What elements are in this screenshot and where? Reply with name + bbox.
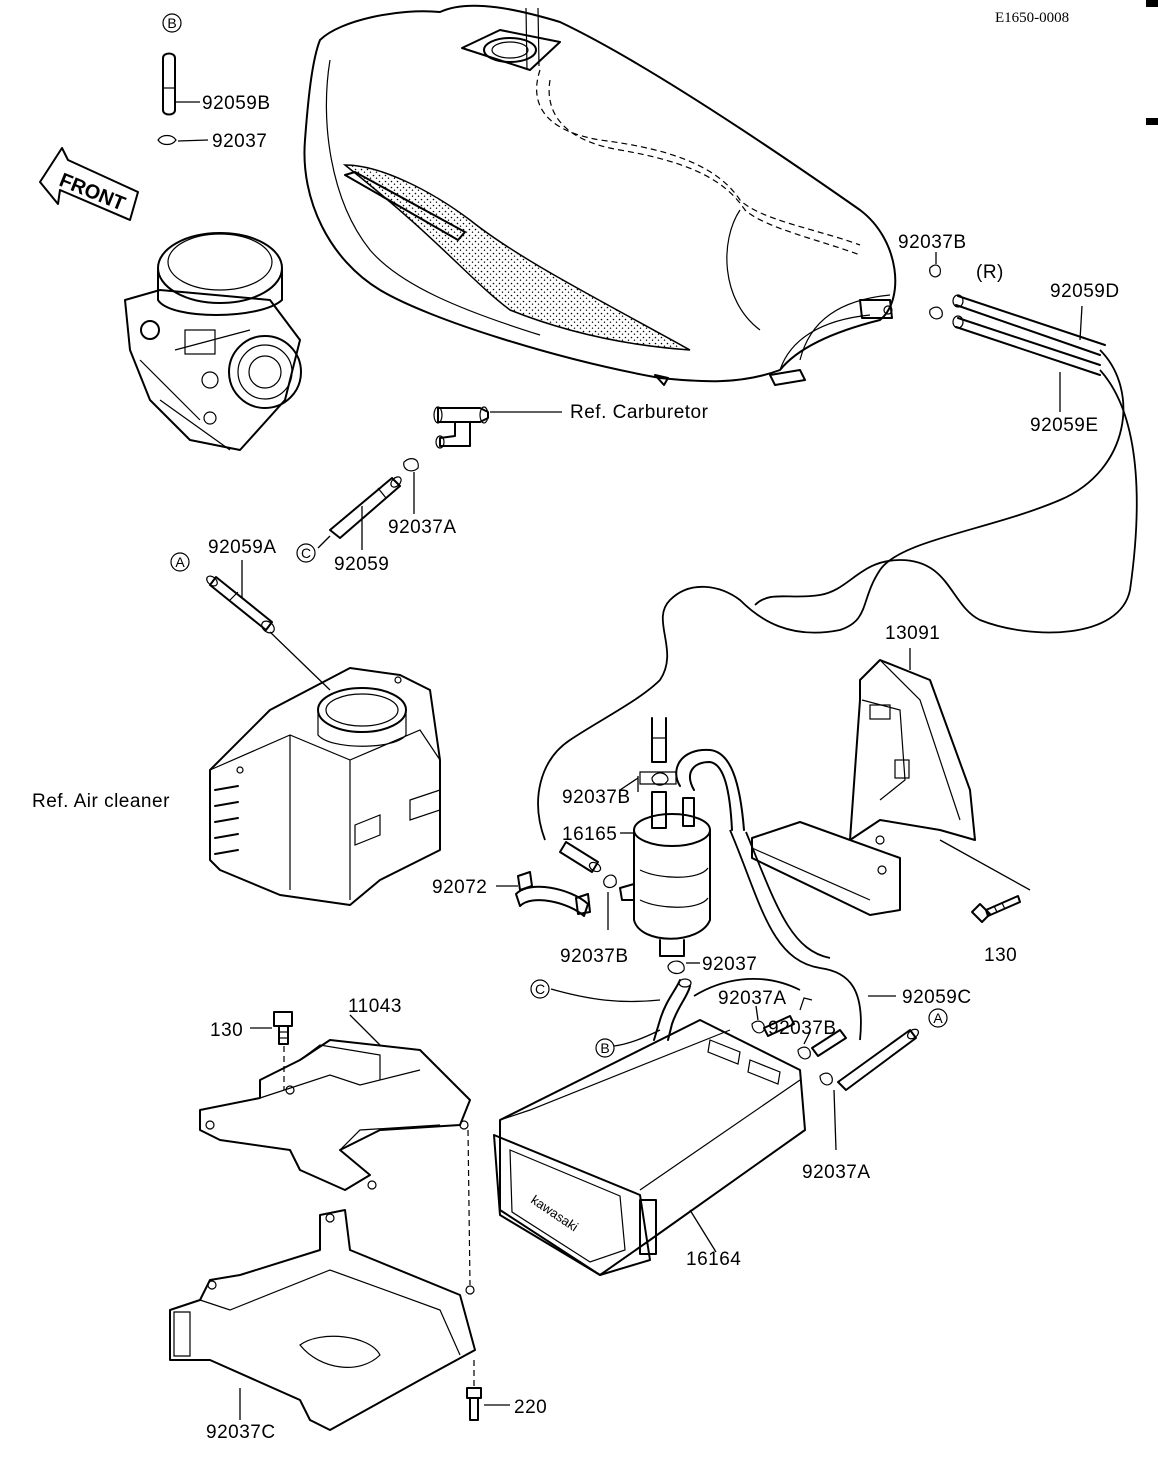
- label-92037B-mid: 92037B: [768, 1018, 837, 1039]
- hose-92059A: [206, 560, 331, 691]
- fuel-filter-16165: [619, 791, 711, 957]
- clamp-92037-top: [157, 134, 209, 146]
- bolt-130-left: [250, 1011, 293, 1090]
- canister-lead-lines: [550, 988, 661, 1047]
- circle-marker-b-text: B: [167, 15, 176, 31]
- hose-92059B: [162, 52, 200, 116]
- label-ref-carburetor: Ref. Carburetor: [570, 402, 709, 423]
- label-r-mark: (R): [976, 262, 1004, 283]
- clamp-92037-mid: [667, 960, 700, 975]
- breather-hose-loops: [537, 349, 1138, 841]
- margin-tick-top: [1146, 0, 1158, 7]
- circle-marker-a-right-text: A: [933, 1010, 943, 1026]
- label-92059A: 92059A: [208, 537, 277, 558]
- clamp-92037B-filter: [619, 771, 677, 792]
- circle-marker-c-mid: C: [530, 979, 550, 999]
- circle-marker-a-right: A: [928, 1008, 948, 1028]
- holder-clamp-92072: [496, 871, 591, 917]
- label-11043: 11043: [348, 996, 402, 1017]
- label-16164: 16164: [686, 1249, 741, 1270]
- label-92037A-low: 92037A: [802, 1162, 871, 1183]
- air-cleaner: [209, 667, 441, 906]
- circle-marker-a-left: A: [170, 552, 190, 572]
- label-92037-mid: 92037: [702, 954, 757, 975]
- canister-16164: kawasaki: [493, 1019, 806, 1276]
- hose-small-filter: [559, 841, 602, 873]
- label-92059C: 92059C: [902, 987, 972, 1008]
- label-130-left: 130: [210, 1020, 243, 1041]
- label-92037B-clamp: 92037B: [560, 946, 629, 967]
- clamp-92037A-top: [403, 458, 419, 514]
- hose-92059: [317, 476, 402, 550]
- screw-220: [466, 1360, 510, 1421]
- label-92037-top: 92037: [212, 131, 267, 152]
- label-92059: 92059: [334, 554, 389, 575]
- label-92059E: 92059E: [1030, 415, 1099, 436]
- air-cleaner-vents: [214, 785, 239, 855]
- tray-92037C: [169, 1129, 476, 1431]
- label-130-right: 130: [984, 945, 1017, 966]
- label-92037B-filter: 92037B: [562, 787, 631, 808]
- circle-marker-c-mid-text: C: [535, 981, 545, 997]
- margin-tick-right: [1146, 118, 1158, 125]
- circle-marker-a-text: A: [175, 554, 185, 570]
- circle-marker-c-left: C: [296, 543, 316, 563]
- bracket-13091: [751, 648, 1031, 916]
- label-92059B: 92059B: [202, 93, 271, 114]
- circle-marker-c-text: C: [301, 545, 311, 561]
- circle-marker-b-mid-text: B: [600, 1040, 609, 1056]
- fuel-tank: [303, 4, 897, 386]
- filter-inlet-hoses: [651, 717, 745, 831]
- carb-t-fitting: [433, 406, 562, 449]
- label-16165: 16165: [562, 824, 617, 845]
- carburetor: [124, 232, 302, 451]
- label-13091: 13091: [885, 623, 940, 644]
- clamp-92037B-tank: [929, 252, 943, 320]
- label-ref-air-cleaner: Ref. Air cleaner: [32, 791, 170, 812]
- label-92037C: 92037C: [206, 1422, 276, 1443]
- clamp-92037B-clamp: [603, 874, 617, 930]
- label-92037B-tank: 92037B: [898, 232, 967, 253]
- circle-marker-b-mid: B: [595, 1038, 615, 1058]
- bolt-130-right: [971, 895, 1021, 923]
- label-92037A-mid: 92037A: [718, 988, 787, 1009]
- label-92037A-top: 92037A: [388, 517, 457, 538]
- canister-clamps: [751, 995, 896, 1151]
- document-code: E1650-0008: [995, 10, 1069, 26]
- label-220: 220: [514, 1397, 547, 1418]
- bracket-11043: [199, 1014, 471, 1191]
- hose-92059D-92059E: [952, 294, 1106, 412]
- front-arrow-icon: FRONT: [39, 147, 139, 221]
- canister-hoses: [653, 829, 920, 1091]
- label-92072: 92072: [432, 877, 487, 898]
- front-label: FRONT: [56, 169, 128, 215]
- circle-marker-b-top: B: [162, 13, 182, 33]
- label-92059D: 92059D: [1050, 281, 1120, 302]
